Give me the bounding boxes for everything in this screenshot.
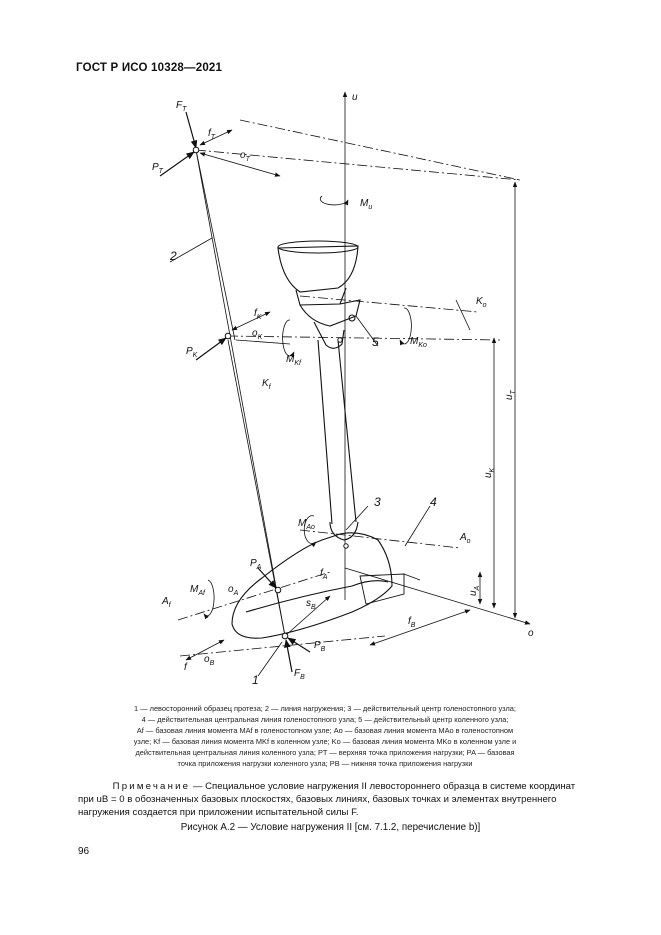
label-2: 2 [169,249,177,263]
label-FT: FT [176,100,187,113]
note-text: — Специальное условие нагружения II лево… [78,781,576,818]
legend-line: узле; Kf — базовая линия момента MKf в к… [133,737,517,746]
figure-legend: 1 — левосторонний образец протеза; 2 — л… [78,703,572,769]
label-MAo: MAo [298,518,315,531]
label-fA: fA [320,568,328,581]
label-oB: oB [204,654,215,667]
force-PT-arrow [159,151,195,177]
figure-caption: Рисунок А.2 — Условие нагружения II [см.… [180,822,481,833]
label-u-axis: u [352,92,358,103]
label-PA: PA [250,558,262,571]
point-PB [281,632,289,640]
label-Mu: Mu [360,198,372,211]
label-PT: PT [152,162,164,175]
label-MKo: MKo [410,336,427,349]
legend-line: точка приложения нагрузки коленного узла… [177,759,473,768]
point-PT [192,146,200,154]
point-PK [224,332,232,340]
label-5: 5 [372,335,379,349]
label-3: 3 [374,495,381,509]
label-Kf: Kf [262,378,272,391]
label-MAf: MAf [190,584,206,597]
point-PA [274,586,282,594]
label-Ao: Ao [459,532,471,545]
label-o-axis: o [528,628,534,639]
label-sB: sB [306,598,316,611]
page-number: 96 [78,846,90,857]
label-4: 4 [430,495,437,509]
label-FB: FB [294,668,305,681]
force-FB-arrow [284,639,293,673]
label-Ko: Ko [476,296,487,309]
o-axis [344,567,531,625]
legend-line: действительная центральная линия коленно… [135,748,515,757]
label-fT: fT [208,128,216,141]
label-PK: PK [186,346,198,359]
label-1: 1 [252,673,259,687]
label-f-axis: f [184,662,188,673]
label-uA: uA [468,585,481,596]
standard-header: ГОСТ Р ИСО 10328—2021 [76,62,223,74]
force-PB-arrow [287,637,311,653]
legend-line: 4 — действительная центральная линия гол… [141,715,509,724]
loading-diagram: u o FT PT fT oT Mu 2 Ko MKo fK oK PK MKf… [152,91,534,687]
note-lead: Примечание [112,781,191,792]
force-PK-arrow [195,337,227,361]
label-uK: uK [483,467,496,478]
legend-line: Af — базовая линия момента MAf в голенос… [136,726,514,735]
load-line [195,149,286,637]
label-Af: Af [161,596,172,609]
force-PA-arrow [257,567,277,589]
note-paragraph: Примечание — Специальное условие нагруже… [78,780,578,819]
label-PB: PB [314,640,326,653]
label-MKf: MKf [286,354,302,367]
label-oT: oT [240,150,251,163]
legend-line: 1 — левосторонний образец протеза; 2 — л… [134,704,516,713]
label-oA: oA [228,584,239,597]
label-fB: fB [408,616,416,629]
label-oK: oK [252,328,263,341]
force-FT-arrow [185,111,198,149]
label-fK: fK [254,308,262,321]
label-uT: uT [504,389,517,400]
